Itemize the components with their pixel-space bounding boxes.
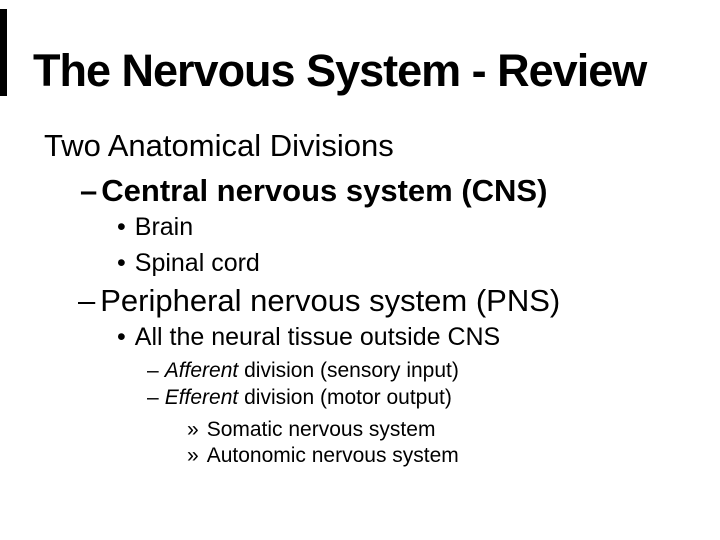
guillemet-marker: » bbox=[187, 418, 199, 441]
bullet-text: Autonomic nervous system bbox=[206, 444, 459, 467]
dot-marker: • bbox=[117, 249, 126, 277]
dot-marker: • bbox=[117, 213, 126, 241]
bullet-line-spinal-cord: • Spinal cord bbox=[117, 251, 260, 276]
bullet-line-brain: • Brain bbox=[117, 215, 193, 240]
slide-title: The Nervous System - Review bbox=[33, 45, 647, 96]
dash-marker: – bbox=[78, 283, 96, 318]
bullet-text: All the neural tissue outside CNS bbox=[134, 323, 501, 351]
left-edge-bar bbox=[0, 9, 7, 96]
dash-marker: – bbox=[147, 359, 159, 382]
dash-marker: – bbox=[147, 386, 159, 409]
bullet-text: Peripheral nervous system (PNS) bbox=[100, 283, 561, 318]
italic-term: Afferent bbox=[164, 359, 239, 382]
bullet-text-rest: division (motor output) bbox=[244, 386, 452, 409]
bullet-line-somatic-nervous-system: » Somatic nervous system bbox=[187, 419, 435, 440]
bullet-line-two-anatomical-divisions: Two Anatomical Divisions bbox=[44, 130, 394, 161]
italic-term: Efferent bbox=[164, 386, 239, 409]
bullet-line-central-nervous-system: – Central nervous system (CNS) bbox=[80, 175, 547, 206]
bullet-line-peripheral-nervous-system: – Peripheral nervous system (PNS) bbox=[78, 285, 560, 316]
bullet-text: Brain bbox=[134, 213, 194, 241]
dash-marker: – bbox=[80, 173, 98, 208]
bullet-text: Spinal cord bbox=[134, 249, 260, 277]
bullet-line-all-neural-tissue: • All the neural tissue outside CNS bbox=[117, 325, 500, 350]
dot-marker: • bbox=[117, 323, 126, 351]
bullet-line-autonomic-nervous-system: » Autonomic nervous system bbox=[187, 445, 459, 466]
bullet-text-rest: division (sensory input) bbox=[244, 359, 459, 382]
bullet-text: Two Anatomical Divisions bbox=[44, 128, 394, 163]
bullet-text: Central nervous system (CNS) bbox=[101, 173, 548, 208]
bullet-text: Somatic nervous system bbox=[206, 418, 436, 441]
guillemet-marker: » bbox=[187, 444, 199, 467]
